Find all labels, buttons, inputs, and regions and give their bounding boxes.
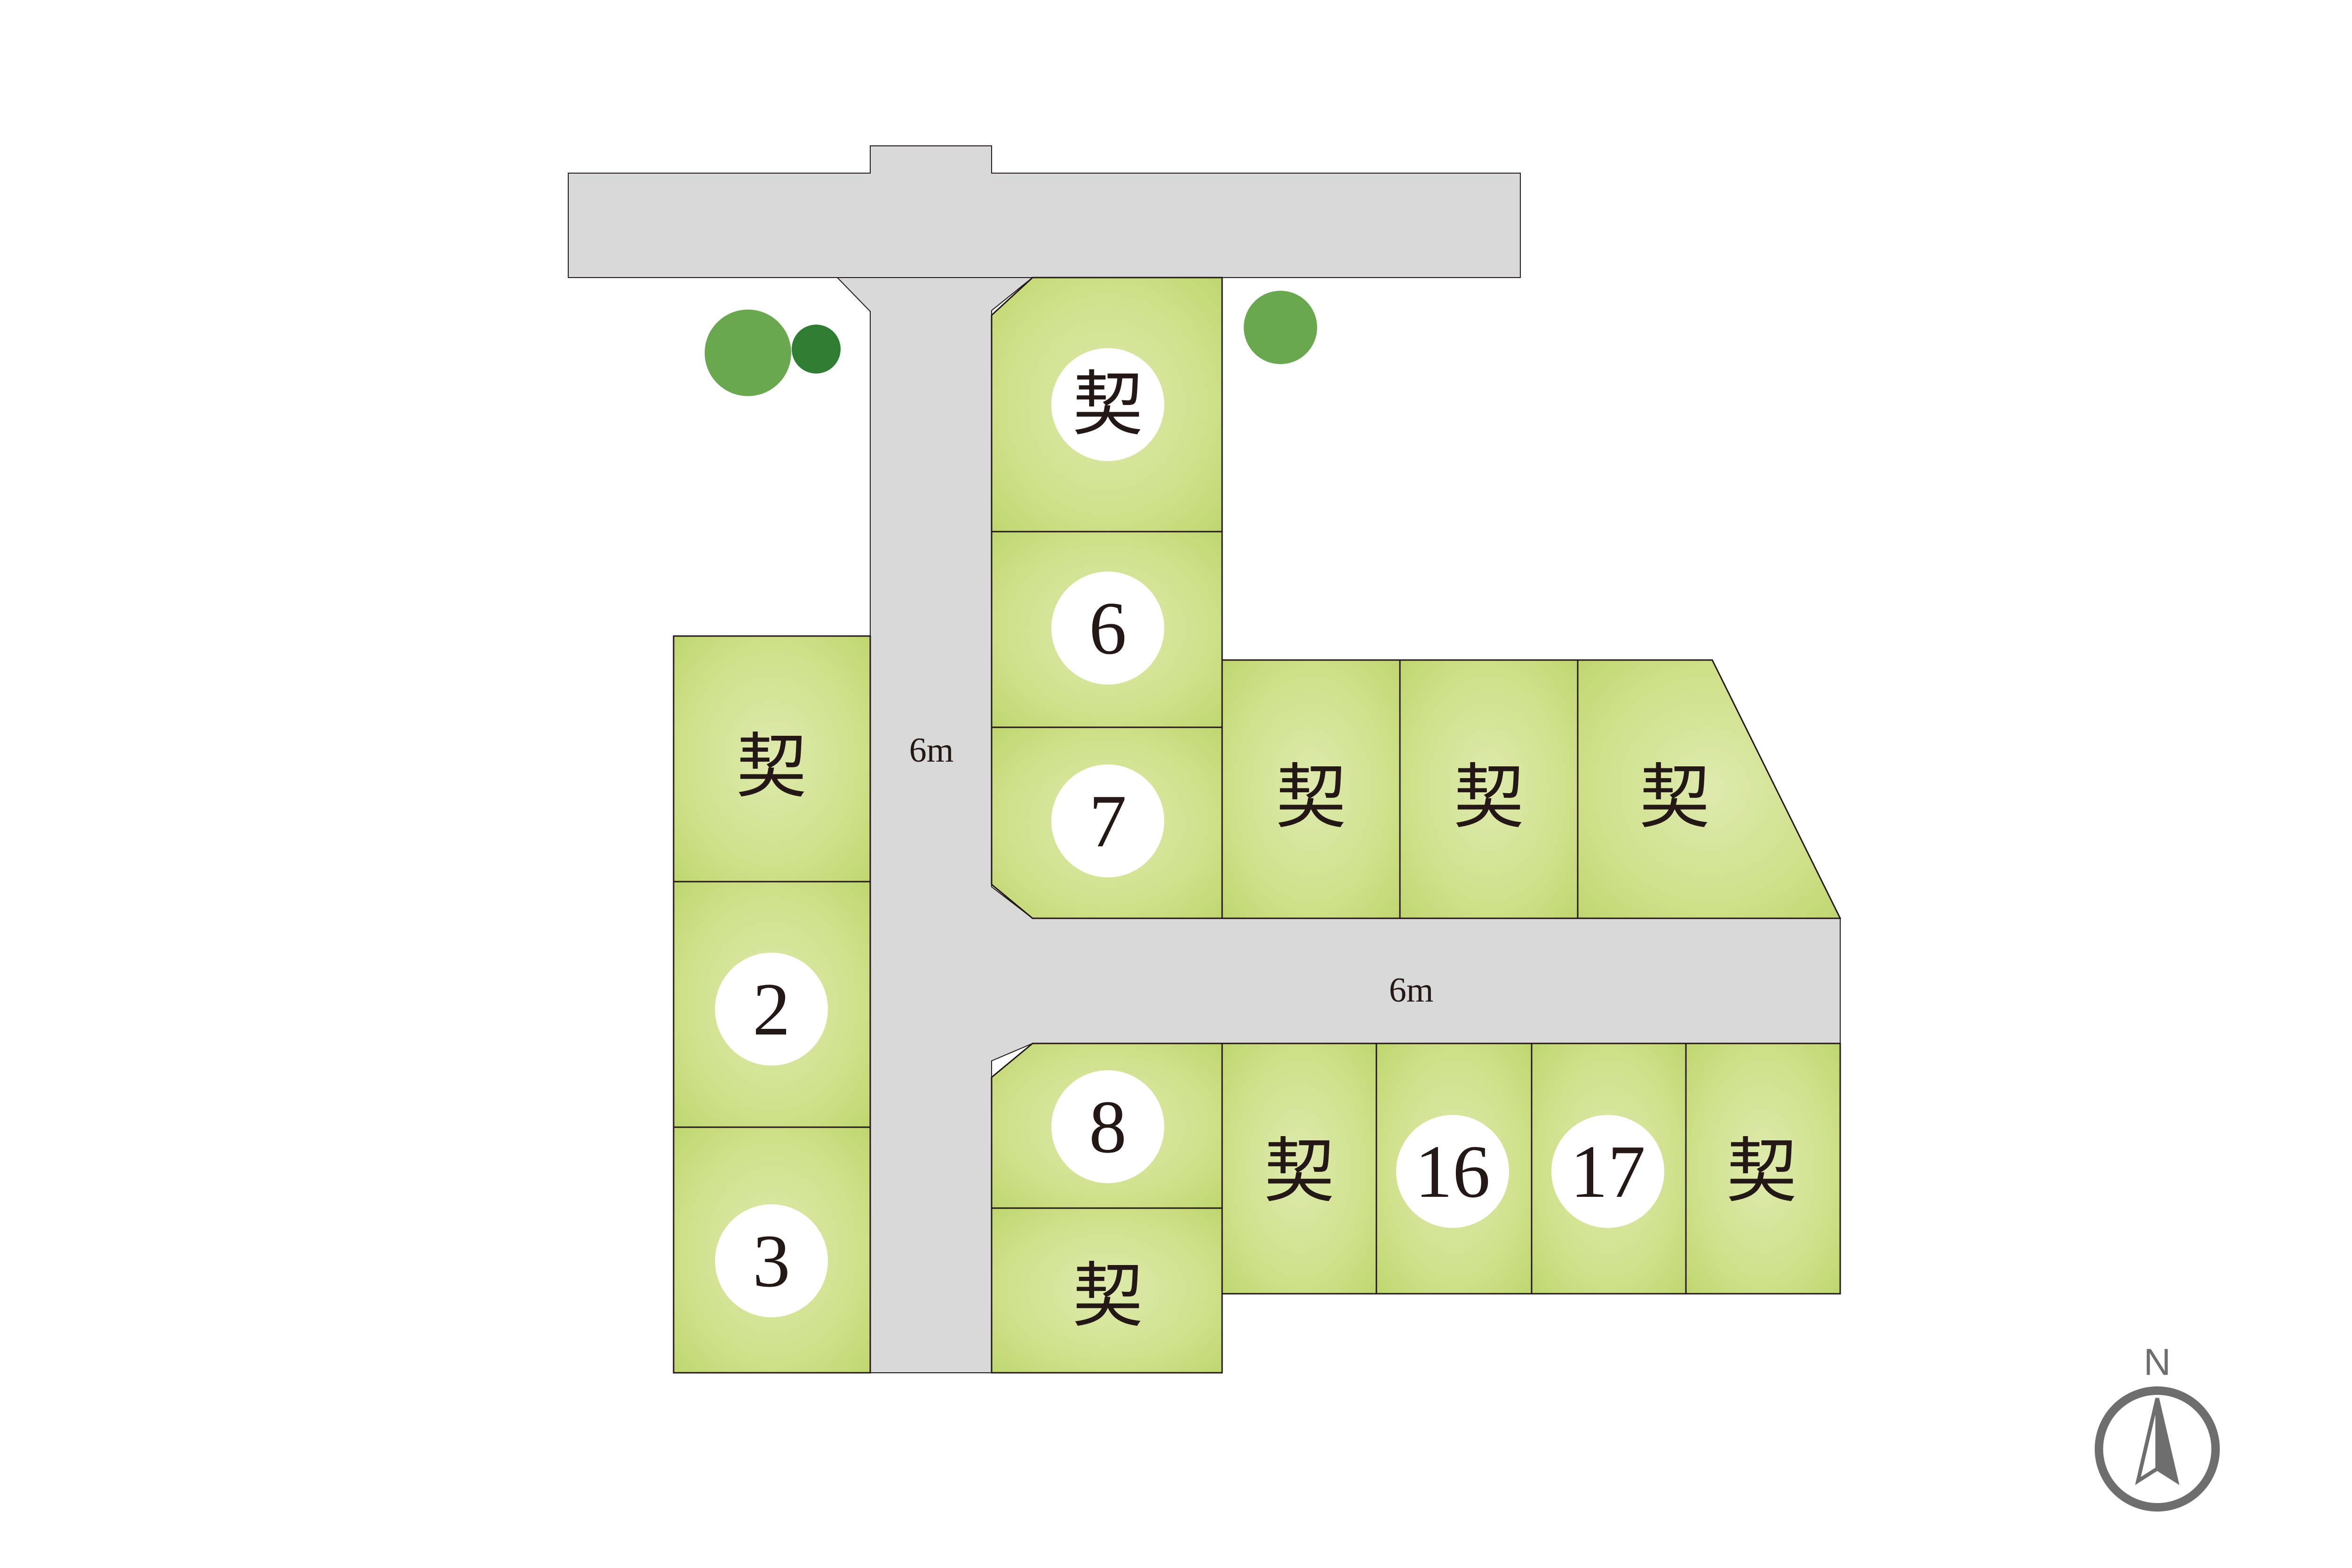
lot-parcel[interactable] <box>991 1207 1223 1374</box>
lot-badges <box>715 348 1664 1317</box>
road-width-label-horizontal: 6m <box>1389 971 1434 1010</box>
lot-labels: 契 6 7 契 契 契 契 2 3 8 契 契 16 17 契 <box>736 364 1797 1337</box>
lot-label: 3 <box>753 1219 790 1303</box>
compass-label: N <box>2144 1341 2171 1383</box>
lot-label: 契 <box>1264 1130 1335 1212</box>
top-road <box>568 145 1521 278</box>
lot-parcel[interactable] <box>1577 659 1842 919</box>
lot-label: 8 <box>1089 1085 1127 1169</box>
tree-icon <box>1244 291 1317 364</box>
lot-label: 契 <box>1073 364 1143 446</box>
lot-label: 7 <box>1089 779 1127 863</box>
north-compass: N <box>2095 1341 2220 1512</box>
tree-icon <box>705 310 791 396</box>
road-width-label-vertical: 6m <box>909 731 954 770</box>
tree-icon <box>792 325 841 374</box>
lot-badge <box>1551 1115 1664 1228</box>
lot-badge <box>1051 764 1164 877</box>
lot-badge <box>1051 1070 1164 1183</box>
lot-label: 17 <box>1570 1130 1645 1213</box>
lot-label: 2 <box>753 967 790 1051</box>
lot-badge <box>715 1204 828 1317</box>
lot-label: 契 <box>1639 756 1710 838</box>
lot-label: 契 <box>736 726 807 808</box>
tree-group-left <box>705 310 841 396</box>
lot-parcel[interactable] <box>673 635 871 883</box>
lot-label: 契 <box>1454 756 1524 838</box>
lot-label: 16 <box>1415 1130 1490 1213</box>
lot-label: 6 <box>1089 586 1127 670</box>
lot-parcels <box>673 277 1842 1374</box>
road-network <box>568 145 1841 1373</box>
compass-ring <box>2095 1386 2220 1512</box>
lot-badge <box>1396 1115 1509 1228</box>
lot-label: 契 <box>1276 756 1346 838</box>
lot-badge <box>1051 348 1164 461</box>
lot-badge <box>715 953 828 1066</box>
lot-badge <box>1051 572 1164 685</box>
lot-label: 契 <box>1073 1255 1143 1337</box>
north-arrow-icon <box>2135 1398 2180 1485</box>
lot-label: 契 <box>1726 1130 1797 1212</box>
lot-parcel[interactable] <box>1685 1043 1841 1295</box>
lot-parcel[interactable] <box>1221 1043 1377 1295</box>
